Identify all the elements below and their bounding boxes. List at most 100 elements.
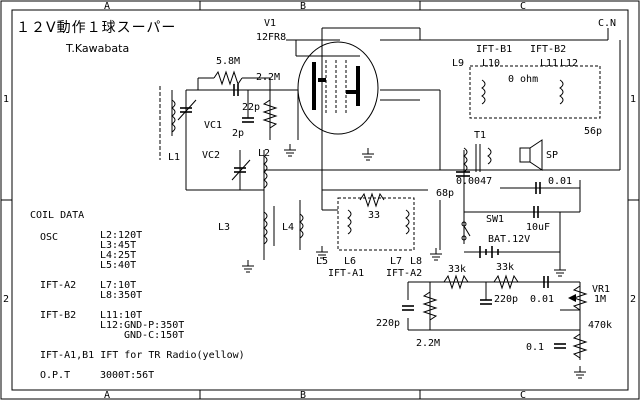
label-c220p-mid: 220p <box>494 294 518 305</box>
label-vc1: VC1 <box>204 120 222 131</box>
capacitor-0047 <box>456 171 470 177</box>
label-c220p-left: 220p <box>376 318 400 329</box>
switch-sw1 <box>461 221 471 241</box>
coil-group-iftb2-name: IFT-B2 <box>40 310 76 321</box>
label-zero-ohm: 0 ohm <box>508 74 538 85</box>
label-t1: T1 <box>474 130 486 141</box>
label-l12: L12 <box>560 58 578 69</box>
resistor-33 <box>359 192 385 208</box>
capacitor-220p-mid <box>480 299 492 305</box>
capacitor-001-top <box>535 182 541 194</box>
label-c0047: 0.0047 <box>456 176 492 187</box>
capacitor-220p-left <box>402 305 414 311</box>
resistor-5m8 <box>213 70 243 86</box>
label-l4: L4 <box>282 222 294 233</box>
label-c10uf: 10uF <box>526 222 550 233</box>
border-row-1-right: 1 <box>630 94 636 105</box>
label-ift-a1: IFT-A1 <box>328 268 364 279</box>
coil-group-ifta2-line: L8:350T <box>100 290 142 301</box>
resistor-33k-b <box>493 274 519 290</box>
label-c68p: 68p <box>436 188 454 199</box>
label-bat: BAT.12V <box>488 234 530 245</box>
tube-ref: V1 <box>264 18 276 29</box>
border-col-c-top: C <box>520 1 526 12</box>
ground-symbols <box>242 144 586 379</box>
coil-ift-a1 <box>347 209 410 235</box>
coil-group-osc-line: L4:25T <box>100 250 136 261</box>
speaker-icon <box>519 139 543 171</box>
schematic-wiring <box>171 27 621 360</box>
label-vc2: VC2 <box>202 150 220 161</box>
coil-group-iftb2-line: L12:GND-P:350T <box>100 320 184 331</box>
label-vr1: VR1 <box>592 284 610 295</box>
label-r470k: 470k <box>588 320 612 331</box>
label-l3: L3 <box>218 222 230 233</box>
coil-group-iftb2-line: L11:10T <box>100 310 142 321</box>
label-c01: 0.1 <box>526 342 544 353</box>
variable-cap-vc2 <box>231 159 251 181</box>
label-r33k-a: 33k <box>448 264 466 275</box>
label-r58m: 5.8M <box>216 56 240 67</box>
label-l1: L1 <box>168 152 180 163</box>
coil-group-osc-line: L2:120T <box>100 230 142 241</box>
coil-group-iftb2-line: GND-C:150T <box>124 330 184 341</box>
label-c001-top: 0.01 <box>548 176 572 187</box>
capacitor-22p <box>233 84 239 96</box>
label-cn: C.N <box>598 18 616 29</box>
electrolytic-10uf <box>533 206 539 218</box>
label-r33k-b: 33k <box>496 262 514 273</box>
border-col-a-bottom: A <box>104 390 110 400</box>
coil-group-ifta2-name: IFT-A2 <box>40 280 76 291</box>
label-l8: L8 <box>410 256 422 267</box>
coil-l1-bar <box>159 86 176 160</box>
label-r22m-top: 2.2M <box>256 72 280 83</box>
coil-group-osc-name: OSC <box>40 232 58 243</box>
opt-label: O.P.T <box>40 370 70 381</box>
label-sp: SP <box>546 150 558 161</box>
label-c2p: 2p <box>232 128 244 139</box>
label-c56p: 56p <box>584 126 602 137</box>
border-row-1-left: 1 <box>3 94 9 105</box>
variable-cap-vc1 <box>177 99 197 121</box>
label-l10: L10 <box>482 58 500 69</box>
transformer-t1 <box>463 144 492 173</box>
coil-data-block: COIL DATA OSC L2:120T L3:45T L4:25T L5:4… <box>30 210 245 381</box>
label-c001-mid: 0.01 <box>530 294 554 305</box>
label-c22p: 22p <box>242 102 260 113</box>
capacitor-001-mid <box>543 276 549 288</box>
schematic-title: １２V動作１球スーパー <box>16 20 176 36</box>
label-l2: L2 <box>258 148 270 159</box>
label-ift-b2: IFT-B2 <box>530 44 566 55</box>
label-ift-a2: IFT-A2 <box>386 268 422 279</box>
tube-v1: V1 12FR8 <box>256 18 379 135</box>
coil-data-heading: COIL DATA <box>30 210 84 221</box>
border-col-b-top: B <box>300 1 306 12</box>
coil-group-ifta2-line: L7:10T <box>100 280 136 291</box>
border-col-a-top: A <box>104 1 110 12</box>
border-col-b-bottom: B <box>300 390 306 400</box>
battery-12v <box>479 246 499 258</box>
capacitor-2p <box>242 117 254 123</box>
opt-value: 3000T:56T <box>100 370 154 381</box>
coil-ift-b <box>481 79 564 105</box>
label-l7: L7 <box>390 256 402 267</box>
resistor-2m2-top <box>262 99 278 129</box>
tube-type: 12FR8 <box>256 32 286 43</box>
coil-note-ift: IFT-A1,B1 IFT for TR Radio(yellow) <box>40 350 245 361</box>
coil-group-osc-line: L3:45T <box>100 240 136 251</box>
author-name: T.Kawabata <box>65 42 129 55</box>
border-row-2-right: 2 <box>630 294 636 305</box>
resistor-33k-a <box>443 274 469 290</box>
label-l11: L11 <box>540 58 558 69</box>
potentiometer-vr1 <box>568 285 588 311</box>
label-l6: L6 <box>344 256 356 267</box>
resistor-2m2-bottom <box>422 291 438 321</box>
coil-group-osc-line: L5:40T <box>100 260 136 271</box>
label-r22m-bottom: 2.2M <box>416 338 440 349</box>
label-vr1-value: 1M <box>594 294 606 305</box>
coil-l2 <box>263 155 268 189</box>
capacitor-01 <box>554 343 566 349</box>
label-l5: L5 <box>316 256 328 267</box>
